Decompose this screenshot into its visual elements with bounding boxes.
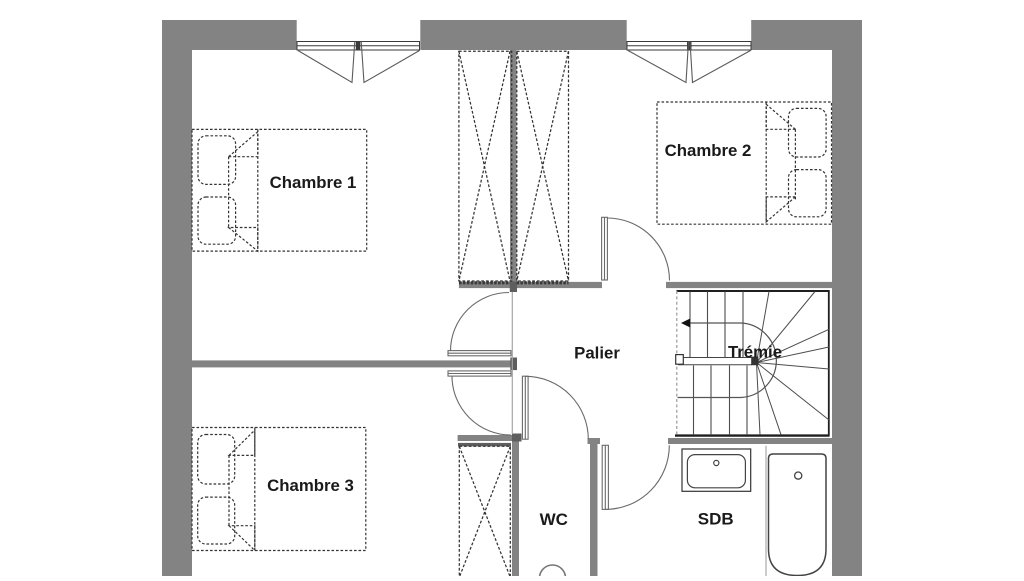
svg-text:SDB: SDB: [698, 510, 734, 529]
svg-text:Trémie: Trémie: [728, 342, 782, 361]
svg-text:Chambre 3: Chambre 3: [267, 476, 354, 495]
svg-text:WC: WC: [540, 510, 568, 529]
svg-text:Chambre 2: Chambre 2: [665, 141, 752, 160]
svg-text:Palier: Palier: [574, 343, 620, 362]
svg-text:Chambre 1: Chambre 1: [270, 173, 357, 192]
